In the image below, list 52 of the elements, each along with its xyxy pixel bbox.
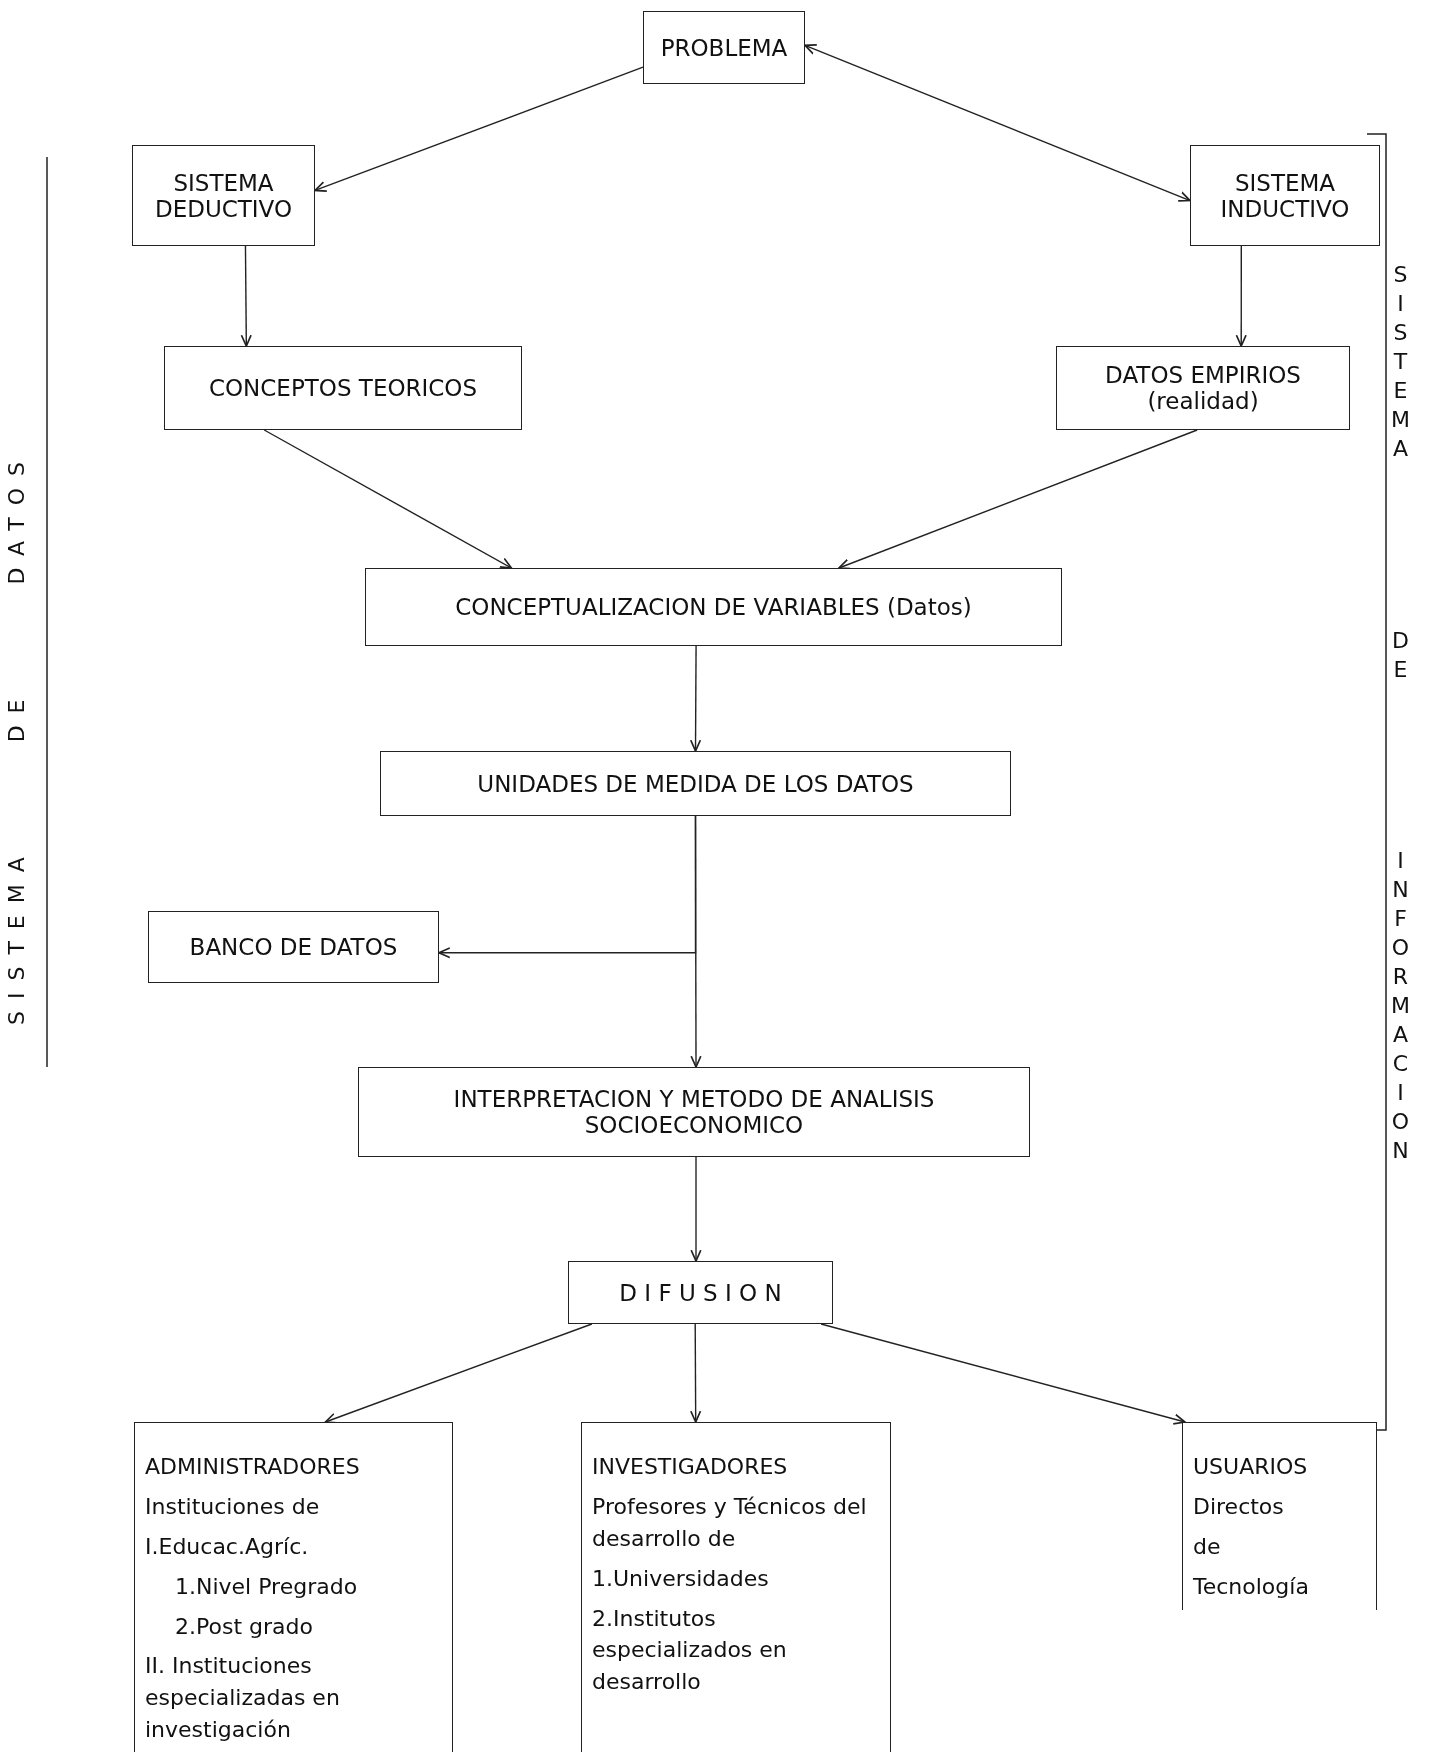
node-label: CONCEPTOS TEORICOS <box>208 375 478 401</box>
arrow <box>820 1323 1186 1425</box>
arrow <box>804 44 1191 202</box>
node-label: D I F U S I O N <box>619 1279 782 1306</box>
arrow <box>324 1323 593 1424</box>
node-text: Tecnología <box>1193 1572 1309 1601</box>
node-label: BANCO DE DATOS <box>189 934 398 960</box>
process-box <box>365 568 1062 646</box>
node-text: II. Instituciones especializadas en investigación <box>145 1652 341 1745</box>
node-text: (realidad) <box>1147 388 1259 414</box>
node-text: 1.Nivel Pregrado <box>174 1572 358 1601</box>
node-label: INTERPRETACION Y METODO DE ANALISIS SOCIOECONOMICO <box>452 1086 936 1138</box>
arrow <box>689 645 702 752</box>
process-box <box>1056 346 1350 430</box>
node-label: INVESTIGADORES <box>592 1453 788 1481</box>
node-label: SISTEMA INDUCTIVO <box>1219 169 1351 222</box>
process-box <box>643 11 805 84</box>
node-text: Profesores y Técnicos del desarrollo de <box>592 1492 868 1553</box>
node-label: UNIDADES DE MEDIDA DE LOS DATOS <box>477 770 914 797</box>
process-box <box>1182 1422 1377 1610</box>
node-text: Directos <box>1193 1492 1284 1521</box>
process-box <box>132 145 315 246</box>
arrow <box>1235 245 1247 347</box>
arrow <box>690 1156 702 1262</box>
node-label: USUARIOS <box>1193 1453 1308 1481</box>
node-label: DATOS EMPIRIOS <box>1105 362 1301 388</box>
node-text: 2.Institutos especializados en desarrollo <box>592 1604 788 1697</box>
process-box <box>568 1261 833 1324</box>
node-label: PROBLEMA <box>660 34 788 61</box>
process-box <box>148 911 439 983</box>
process-box <box>358 1067 1030 1157</box>
arrow <box>240 245 252 347</box>
arrow <box>438 815 697 959</box>
process-box <box>1190 145 1380 246</box>
process-box <box>581 1422 891 1752</box>
side-label: SISTEMA DE INFORMACION <box>1388 262 1413 1167</box>
node-text: de <box>1193 1532 1221 1561</box>
arrow <box>838 429 1198 570</box>
arrow <box>263 429 513 569</box>
arrow <box>314 66 644 192</box>
node-label: CONCEPTUALIZACION DE VARIABLES (Datos) <box>455 594 972 620</box>
process-box <box>134 1422 453 1752</box>
side-label: SISTEMA DE DATOS <box>4 450 29 1025</box>
node-label: ADMINISTRADORES <box>145 1453 360 1481</box>
node-label: SISTEMA DEDUCTIVO <box>153 169 294 222</box>
arrow <box>690 1323 702 1423</box>
node-text: 2.Post grado <box>174 1612 313 1641</box>
node-text: 1.Universidades <box>592 1564 769 1593</box>
process-box <box>380 751 1011 816</box>
node-text: Instituciones de <box>145 1492 320 1521</box>
node-text: I.Educac.Agríc. <box>145 1532 309 1561</box>
process-box <box>164 346 522 430</box>
